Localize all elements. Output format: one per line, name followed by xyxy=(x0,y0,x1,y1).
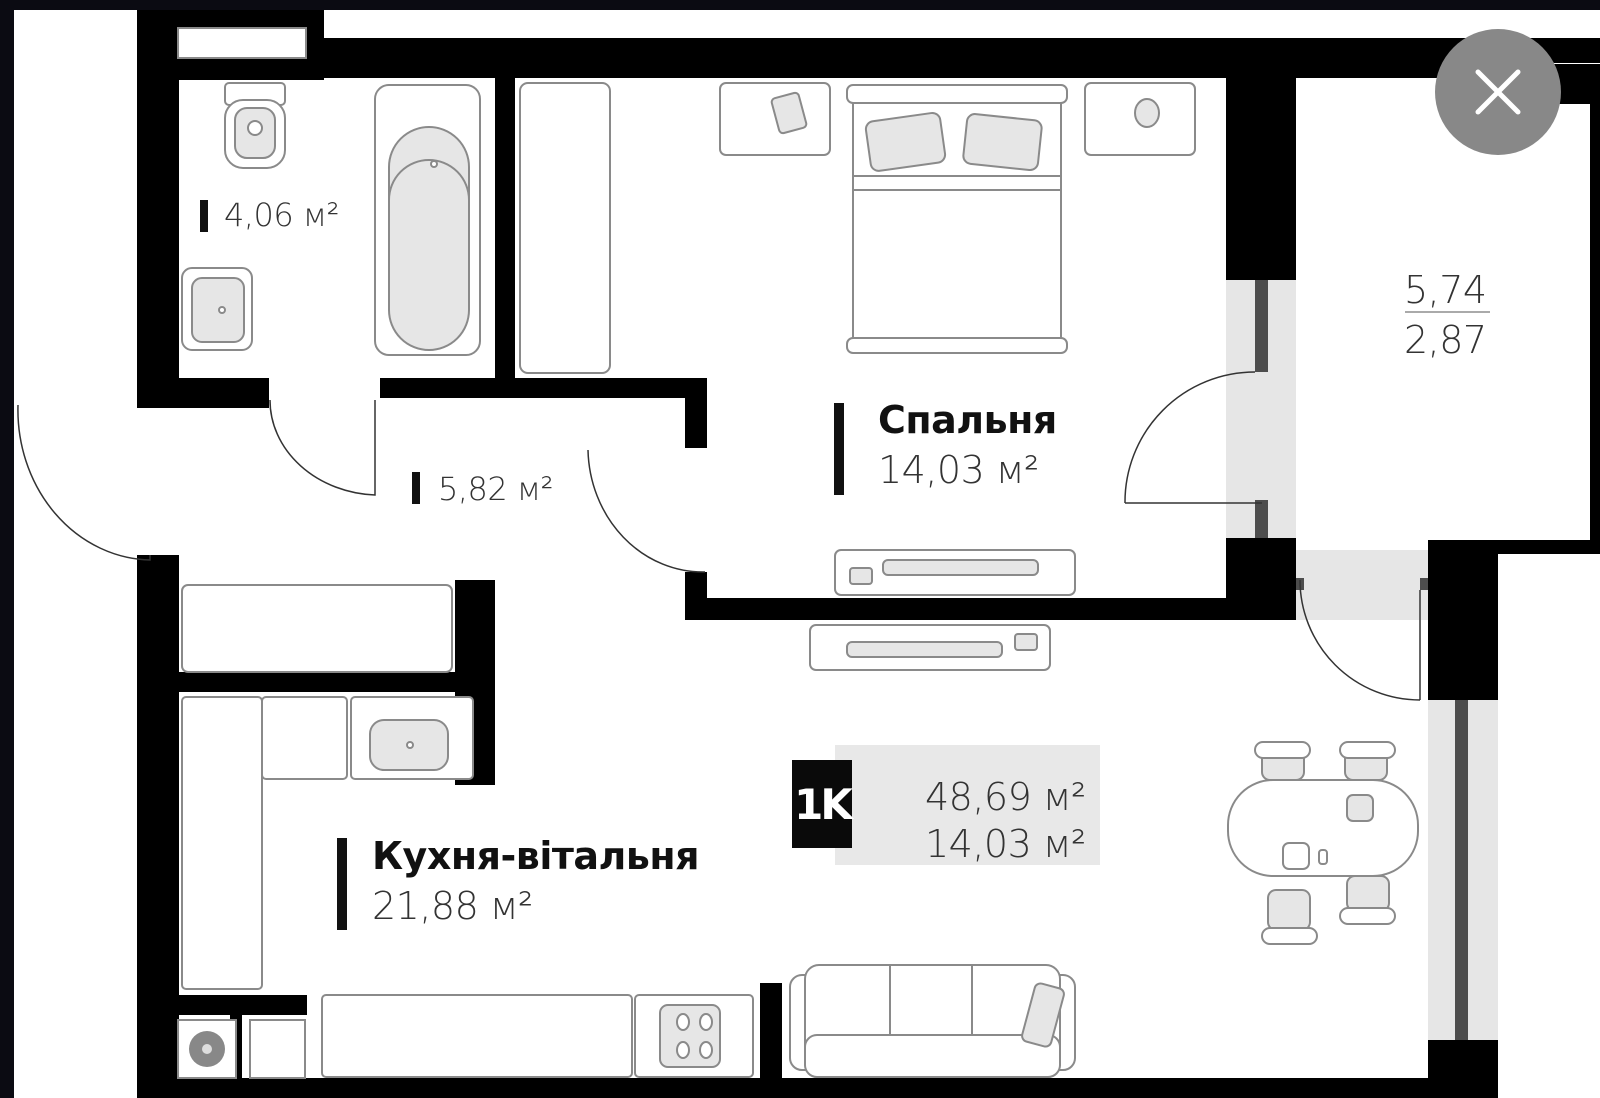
balcony-area-half: 2,87 xyxy=(1404,318,1487,362)
furniture xyxy=(177,27,1419,1079)
walls xyxy=(137,10,1600,1098)
total-area: 48,69 м² xyxy=(925,775,1086,819)
living-area: 14,03 м² xyxy=(925,822,1086,866)
room-marker-bedroom xyxy=(834,403,844,495)
room-area-kitchen-living: 21,88 м² xyxy=(372,884,533,928)
balcony-area-full: 5,74 xyxy=(1404,268,1487,312)
screen-border-top xyxy=(0,0,1600,10)
room-marker-bathroom xyxy=(200,200,208,232)
apartment-summary-panel xyxy=(835,745,1100,865)
close-icon xyxy=(1475,69,1521,115)
room-marker-hallway xyxy=(412,472,420,504)
door-swings xyxy=(17,371,1421,701)
room-marker-kitchen-living xyxy=(337,838,347,930)
screen-border-left xyxy=(0,0,14,1098)
close-button[interactable] xyxy=(1435,29,1561,155)
window-frames xyxy=(1255,280,1468,1040)
room-title-bedroom: Спальня xyxy=(878,398,1057,442)
room-title-kitchen-living: Кухня-вітальня xyxy=(372,834,700,878)
room-area-bedroom: 14,03 м² xyxy=(878,448,1039,492)
room-area-hallway: 5,82 м² xyxy=(438,470,553,508)
room-area-bathroom: 4,06 м² xyxy=(224,196,339,234)
apartment-type-badge: 1K xyxy=(792,760,853,848)
